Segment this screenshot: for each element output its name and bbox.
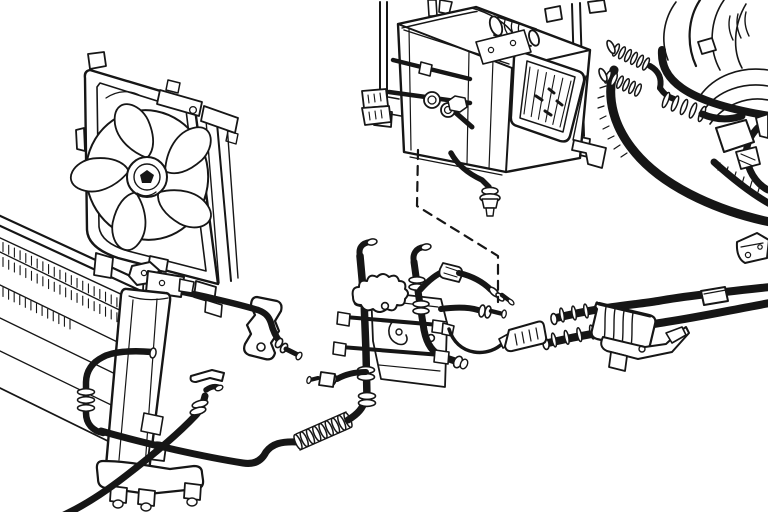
pipe-inner xyxy=(84,349,154,435)
engine-assembly xyxy=(597,0,768,264)
receiver-drier xyxy=(76,255,205,512)
fan-hub-bolt xyxy=(140,170,154,183)
flag-bracket xyxy=(189,369,225,383)
pipe-inner xyxy=(700,112,744,121)
refrigerant-manifold xyxy=(306,238,548,408)
pipe-bracket xyxy=(243,295,283,361)
pipe-inner xyxy=(439,306,480,312)
pipe-inner xyxy=(449,151,491,189)
front-pipe xyxy=(62,369,225,512)
fan-shroud-tab xyxy=(87,51,107,70)
pipe-inner xyxy=(607,67,768,225)
radiator-fan-assembly xyxy=(70,51,239,318)
pipe-inner xyxy=(659,47,768,119)
drain-fitting xyxy=(479,186,501,217)
assembly-dashed-line xyxy=(415,148,500,304)
pipe-inner xyxy=(335,370,368,381)
fan-shroud-tab xyxy=(93,252,114,279)
pipe-inner xyxy=(285,348,299,356)
pipe-inner xyxy=(448,328,504,354)
pressure-switch-connector xyxy=(504,320,548,353)
rear-pipes xyxy=(542,283,768,372)
liquid-line xyxy=(164,285,303,361)
pipe-inner xyxy=(455,112,473,128)
pipe-inner xyxy=(166,287,282,344)
pipe-inner xyxy=(340,346,442,356)
evaporator-connector xyxy=(361,105,392,126)
pipe-inner xyxy=(99,429,300,466)
flexible-suction-hose xyxy=(97,396,369,467)
manifold-cap xyxy=(351,273,409,313)
evaporator-unit xyxy=(361,0,607,217)
fan-blades xyxy=(70,103,212,252)
pipe-inner xyxy=(490,310,504,315)
fan-shroud-tab xyxy=(75,127,86,152)
